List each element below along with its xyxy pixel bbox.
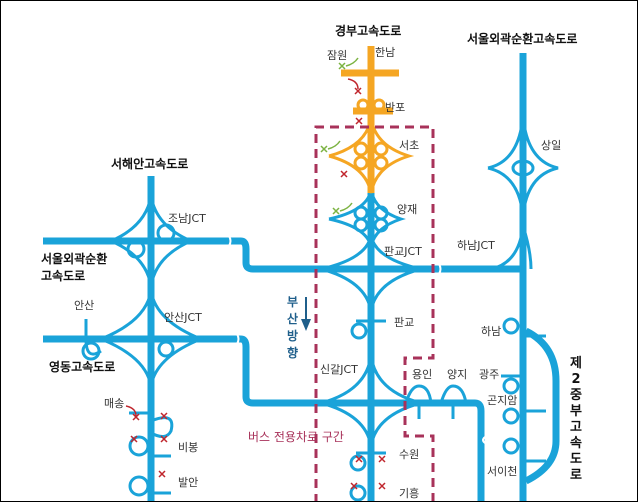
label-yangjae: 양재	[397, 203, 418, 216]
seoul-ring-top-label: 서울외곽순환고속도로	[467, 32, 578, 46]
label-ansan-jct: 안산JCT	[164, 311, 202, 324]
jungbu2-label: 제2중부고속도로	[570, 356, 582, 483]
blocked-marks	[125, 78, 386, 490]
label-yongin: 용인	[412, 368, 433, 381]
break-marks	[228, 235, 486, 444]
ansan-jct	[100, 290, 206, 387]
label-jonam-jct: 조남JCT	[168, 212, 206, 225]
label-pangyo: 판교	[394, 316, 415, 329]
label-suwon: 수원	[399, 448, 420, 461]
singal-jct	[320, 355, 427, 447]
label-maesong: 매송	[104, 397, 125, 410]
label-hanam-jct: 하남JCT	[457, 239, 495, 252]
label-giheung: 기흥	[399, 487, 420, 500]
bus-lane-section-label: 버스 전용차로 구간	[248, 430, 344, 444]
jungbu2-road	[524, 327, 560, 485]
label-seoicheon: 서이천	[487, 465, 518, 478]
direction-arrow	[301, 297, 311, 331]
sangil-ic	[487, 115, 559, 217]
label-banpo: 반포	[385, 101, 406, 114]
gyeongbu-label: 경부고속도로	[335, 24, 402, 38]
busan-direction-label: 부산방향	[287, 295, 299, 360]
label-hanam: 하남	[481, 325, 502, 338]
label-baran: 발안	[178, 476, 199, 489]
label-ansan: 안산	[74, 299, 95, 312]
allowed-marks	[320, 57, 359, 215]
label-hannam: 한남	[375, 46, 396, 59]
pangyo-jct	[320, 235, 422, 312]
bus-lane-box	[314, 125, 435, 501]
yongin-ic	[404, 384, 433, 419]
seoul-ring-left-label: 서울외곽순환 고속도로	[41, 252, 108, 283]
yangjae-ic	[328, 190, 406, 252]
yeongdong-label: 영동고속도로	[49, 360, 116, 374]
jonam-jct	[110, 195, 195, 287]
seohaean-label: 서해안고속도로	[111, 157, 189, 171]
hanam-jct	[490, 225, 533, 271]
yangji-ic	[439, 384, 468, 419]
seoul-ring-west-road	[43, 237, 521, 273]
label-sangil: 상일	[541, 139, 562, 152]
label-gwangju: 광주	[479, 368, 500, 381]
seocho-ic	[328, 118, 415, 194]
label-bibong: 비봉	[178, 441, 199, 454]
label-jamwon: 잠원	[327, 49, 348, 62]
label-seocho: 서초	[399, 139, 420, 152]
label-pangyo-jct: 판교JCT	[384, 245, 422, 258]
yeongdong-road	[43, 335, 485, 501]
label-gonjiam: 곤지암	[487, 394, 518, 407]
label-yangji: 양지	[447, 368, 468, 381]
label-singal-jct: 신갈JCT	[320, 363, 358, 376]
